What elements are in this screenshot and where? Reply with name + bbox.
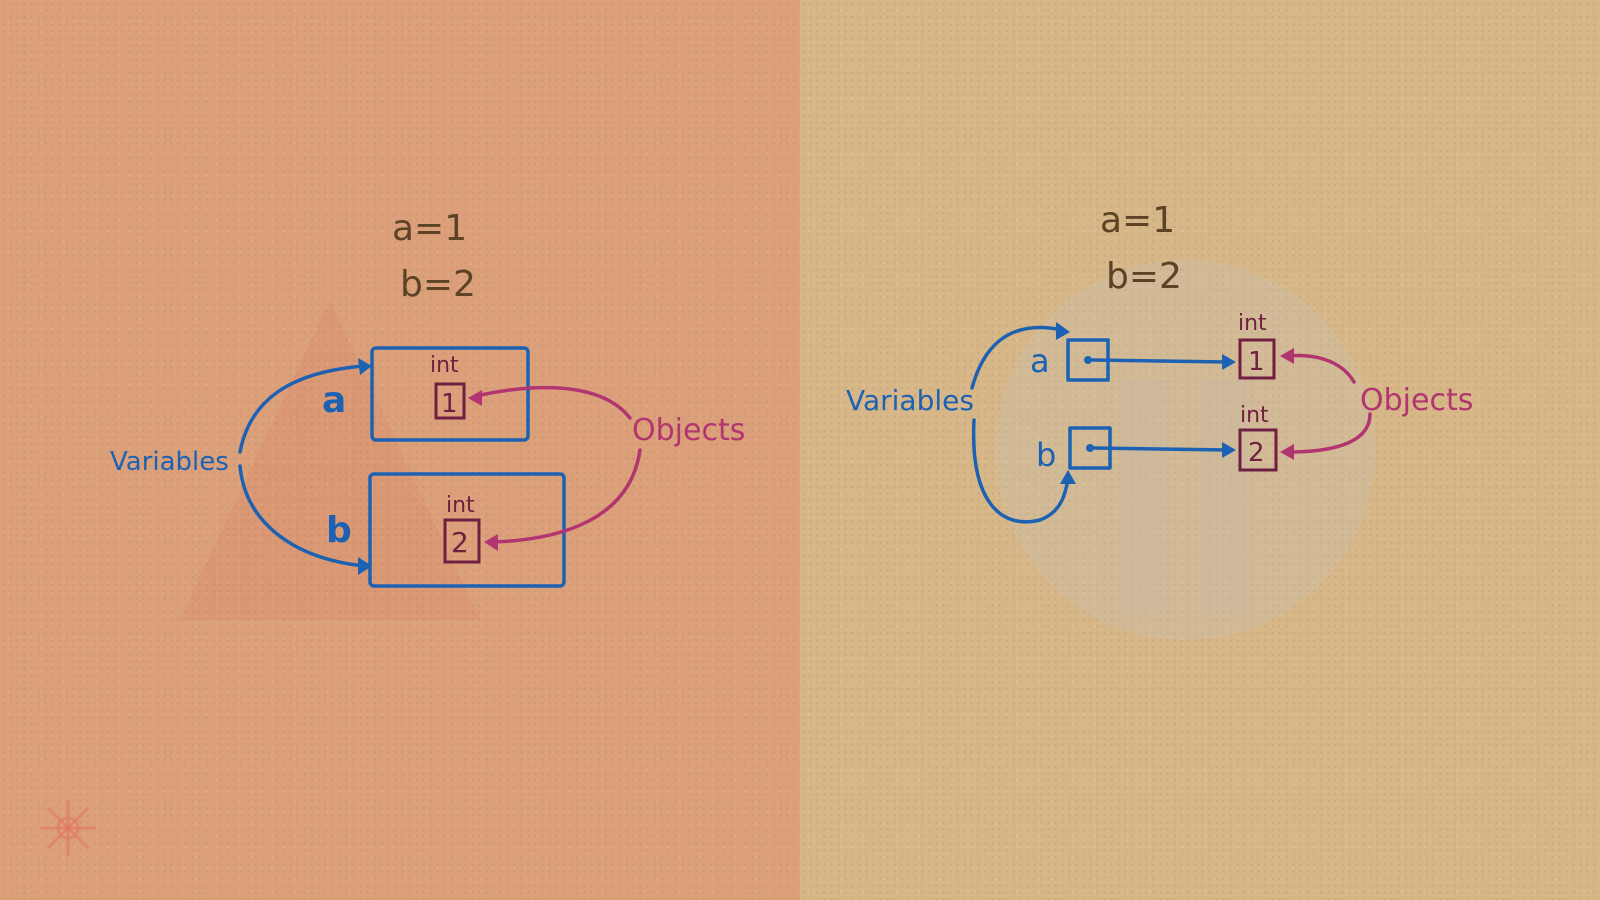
object-box-a	[1238, 338, 1276, 380]
variable-label-a: a	[322, 380, 346, 421]
code-line-b: b=2	[1106, 256, 1182, 297]
objects-label: Objects	[632, 413, 745, 448]
code-line-a: a=1	[392, 208, 467, 249]
object-type-a: int	[1238, 311, 1267, 336]
arrow-objects-to-1	[474, 385, 632, 420]
reference-dot-icon	[1084, 356, 1092, 364]
object-type-b: int	[1240, 403, 1269, 428]
watermark-logo-icon	[180, 300, 480, 620]
arrow-objects-to-2	[1286, 412, 1372, 454]
object-value-a: 1	[1248, 347, 1265, 377]
reference-dot-icon	[1086, 444, 1094, 452]
paper-texture	[0, 0, 800, 900]
variable-label-b: b	[326, 510, 352, 551]
arrow-head-icon	[1222, 354, 1236, 370]
variables-label: Variables	[110, 447, 229, 477]
arrow-variables-to-b	[238, 464, 366, 568]
object-type-a: int	[430, 353, 459, 378]
object-box-b	[443, 518, 481, 564]
arrow-objects-to-2	[490, 448, 642, 544]
right-panel: a=1 b=2 a b int 1 int 2 Variables Object…	[800, 0, 1600, 900]
arrow-a-to-1	[1090, 358, 1230, 364]
right-diagram: a=1 b=2 a b int 1 int 2 Variables Object…	[846, 200, 1473, 640]
arrow-head-icon	[358, 358, 372, 375]
objects-label: Objects	[1360, 383, 1473, 418]
object-box-a	[434, 382, 466, 420]
variable-label-b: b	[1036, 436, 1056, 474]
arrow-head-icon	[1056, 322, 1070, 340]
arrow-head-icon	[1280, 348, 1294, 364]
arrow-variables-to-b	[971, 418, 1070, 524]
object-type-b: int	[446, 493, 475, 518]
code-line-a: a=1	[1100, 200, 1175, 241]
arrow-objects-to-1	[1286, 353, 1356, 384]
corner-logo-icon	[40, 800, 96, 856]
object-box-b	[1238, 428, 1278, 472]
object-value-b: 2	[1248, 438, 1265, 468]
arrow-head-icon	[484, 534, 498, 551]
left-diagram: a=1 b=2 a b int 1 int 2 Variables Object…	[40, 208, 745, 856]
left-panel: a=1 b=2 a b int 1 int 2 Variables Object…	[0, 0, 800, 900]
code-line-b: b=2	[400, 264, 476, 305]
variables-label: Variables	[846, 384, 974, 417]
arrow-b-to-2	[1092, 446, 1230, 452]
arrow-head-icon	[1280, 444, 1294, 460]
arrow-head-icon	[358, 557, 372, 575]
variable-box-a	[370, 346, 530, 442]
arrow-variables-to-a	[238, 364, 366, 454]
object-value-a: 1	[441, 389, 458, 419]
variable-label-a: a	[1030, 342, 1050, 380]
arrow-head-icon	[468, 390, 482, 406]
object-value-b: 2	[451, 526, 469, 559]
arrow-variables-to-a	[970, 325, 1064, 390]
arrow-head-icon	[1060, 470, 1076, 484]
arrow-head-icon	[1222, 442, 1236, 458]
